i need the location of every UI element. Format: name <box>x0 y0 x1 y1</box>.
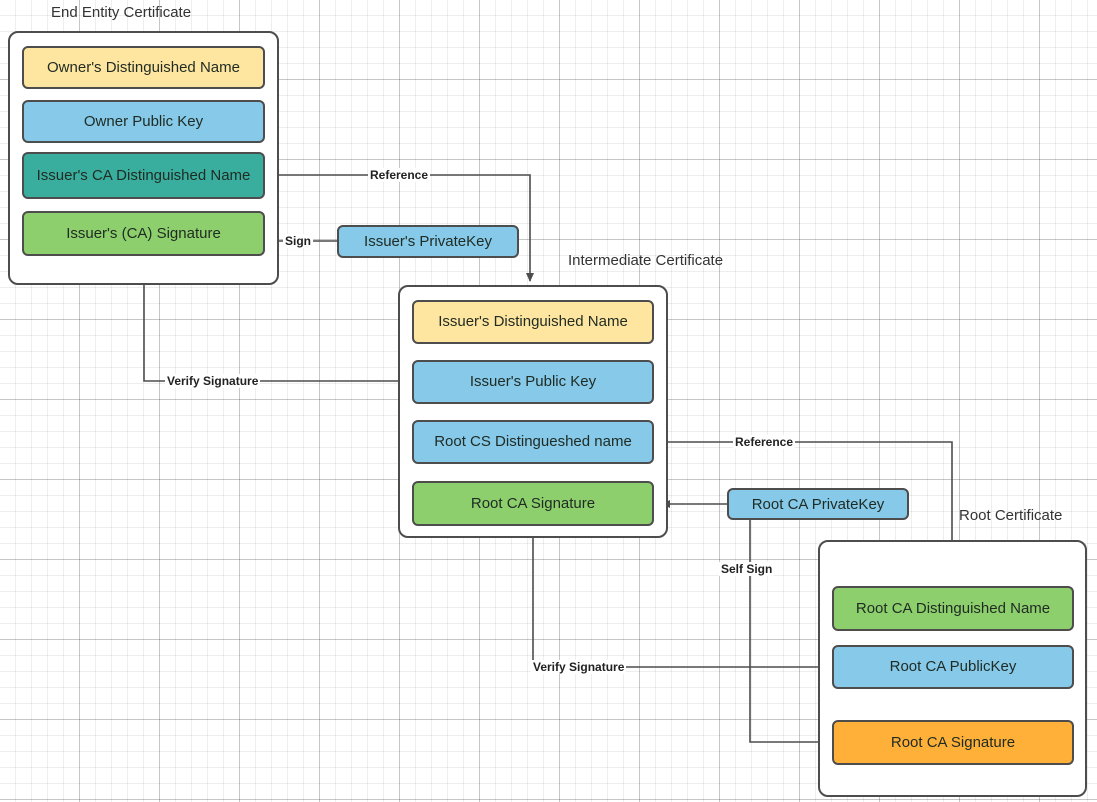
end-entity-certificate-title: End Entity Certificate <box>51 4 192 21</box>
root-certificate-title: Root Certificate <box>959 507 1063 524</box>
field-root-cs-distingueshed-name[interactable]: Root CS Distingueshed name <box>412 420 654 464</box>
field-issuers-distinguished-name[interactable]: Issuer's Distinguished Name <box>412 300 654 344</box>
field-root-ca-distinguished-name[interactable]: Root CA Distinguished Name <box>832 586 1074 631</box>
field-issuers-ca-signature[interactable]: Issuer's (CA) Signature <box>22 211 265 256</box>
key-root-ca-privatekey[interactable]: Root CA PrivateKey <box>727 488 909 520</box>
field-root-ca-signature[interactable]: Root CA Signature <box>832 720 1074 765</box>
field-owner-public-key[interactable]: Owner Public Key <box>22 100 265 143</box>
field-intermediate-root-ca-signature[interactable]: Root CA Signature <box>412 481 654 526</box>
edge-self-sign <box>749 520 828 746</box>
edge-label-verify-signature-top: Verify Signature <box>165 374 261 388</box>
edge-label-sign: Sign <box>283 234 313 248</box>
edge-verify-signature-bottom <box>529 529 832 668</box>
edge-verify-signature-top <box>140 267 412 382</box>
edge-label-reference-top: Reference <box>368 168 431 182</box>
edge-label-reference-mid: Reference <box>733 435 796 449</box>
edge-reference-top <box>263 174 534 282</box>
field-owners-distinguished-name[interactable]: Owner's Distinguished Name <box>22 46 265 89</box>
field-issuers-public-key[interactable]: Issuer's Public Key <box>412 360 654 404</box>
edge-label-self-sign: Self Sign <box>719 562 775 576</box>
field-root-ca-publickey[interactable]: Root CA PublicKey <box>832 645 1074 689</box>
field-issuers-ca-distinguished-name[interactable]: Issuer's CA Distinguished Name <box>22 152 265 199</box>
key-issuers-privatekey[interactable]: Issuer's PrivateKey <box>337 225 519 258</box>
intermediate-certificate-title: Intermediate Certificate <box>568 252 724 269</box>
edge-label-verify-signature-bottom: Verify Signature <box>531 660 627 674</box>
